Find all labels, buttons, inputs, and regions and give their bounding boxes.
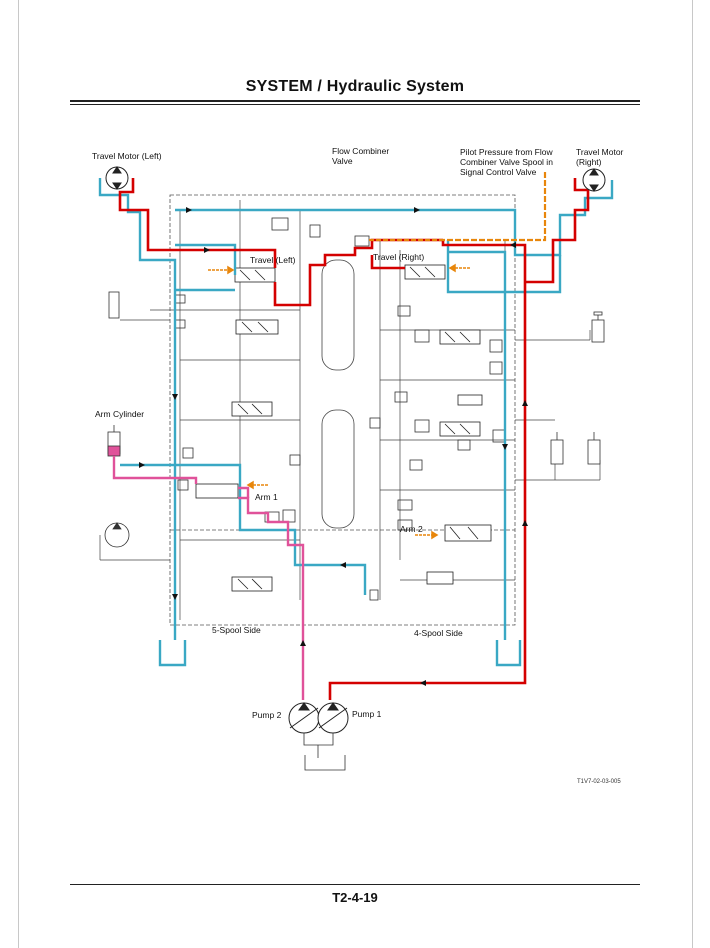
label-travel-motor-left: Travel Motor (Left): [92, 151, 162, 161]
pilot-pressure-line: [369, 172, 547, 242]
label-pilot-1: Pilot Pressure from Flow: [460, 147, 553, 157]
page-left-border: [18, 0, 19, 948]
page-number: T2-4-19: [332, 890, 378, 905]
boom-cylinder: [591, 311, 605, 343]
spool-valve-left-side: [195, 267, 279, 592]
label-travel-motor-right-2: (Right): [576, 157, 602, 167]
page-title: SYSTEM / Hydraulic System: [245, 78, 465, 95]
hydraulic-tank: [303, 733, 346, 771]
check-valves: [174, 217, 506, 601]
label-travel-right: Travel (Right): [373, 252, 424, 262]
footer-rule: [70, 884, 640, 885]
pilot-arrows: [208, 263, 470, 540]
travel-motor-right: [582, 168, 606, 192]
label-pilot-3: Signal Control Valve: [460, 167, 537, 177]
label-pump1: Pump 1: [352, 709, 382, 719]
center-bypass-passages: [321, 259, 355, 529]
control-valve-outline: [169, 194, 516, 626]
label-travel-motor-right-1: Travel Motor: [576, 147, 624, 157]
figure-code: T1V7-02-03-005: [577, 779, 621, 785]
pump-1: [317, 702, 349, 734]
label-flow-combiner-2: Valve: [332, 156, 353, 166]
pump2-pressure-line: [112, 456, 305, 700]
travel-motor-left: [105, 166, 129, 190]
return-lines: [98, 178, 614, 667]
arm-cylinder: [107, 425, 121, 457]
label-pilot-2: Combiner Valve Spool in: [460, 157, 553, 167]
bucket-cylinders: [550, 432, 601, 465]
swing-motor: [104, 522, 130, 548]
label-5-spool-side: 5-Spool Side: [212, 625, 261, 635]
label-arm1: Arm 1: [255, 492, 278, 502]
label-arm2: Arm 2: [400, 524, 423, 534]
label-4-spool-side: 4-Spool Side: [414, 628, 463, 638]
pump1-pressure-line: [118, 178, 590, 700]
label-flow-combiner-1: Flow Combiner: [332, 146, 389, 156]
label-pump2: Pump 2: [252, 710, 282, 720]
flow-direction-arrows: [139, 207, 528, 686]
label-arm-cylinder: Arm Cylinder: [95, 409, 144, 419]
header-rule: [70, 100, 640, 102]
accumulator: [108, 291, 120, 319]
spool-valve-right-side: [404, 264, 492, 585]
label-travel-left: Travel (Left): [250, 255, 296, 265]
page-right-border: [692, 0, 693, 948]
header-rule-thin: [70, 104, 640, 105]
pump-2: [288, 702, 320, 734]
